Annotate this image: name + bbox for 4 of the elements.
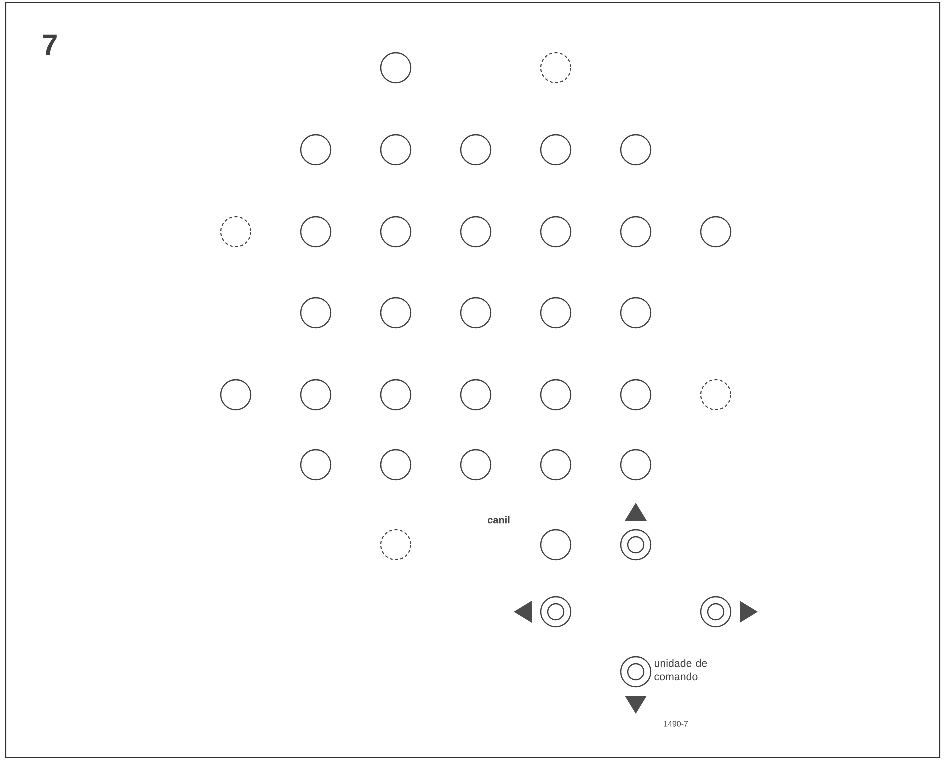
reference-number: 1490-7	[664, 721, 688, 727]
part-label: unidade de comando	[654, 659, 708, 681]
part-label: canil	[488, 516, 510, 524]
figure-number: 7	[43, 34, 57, 56]
